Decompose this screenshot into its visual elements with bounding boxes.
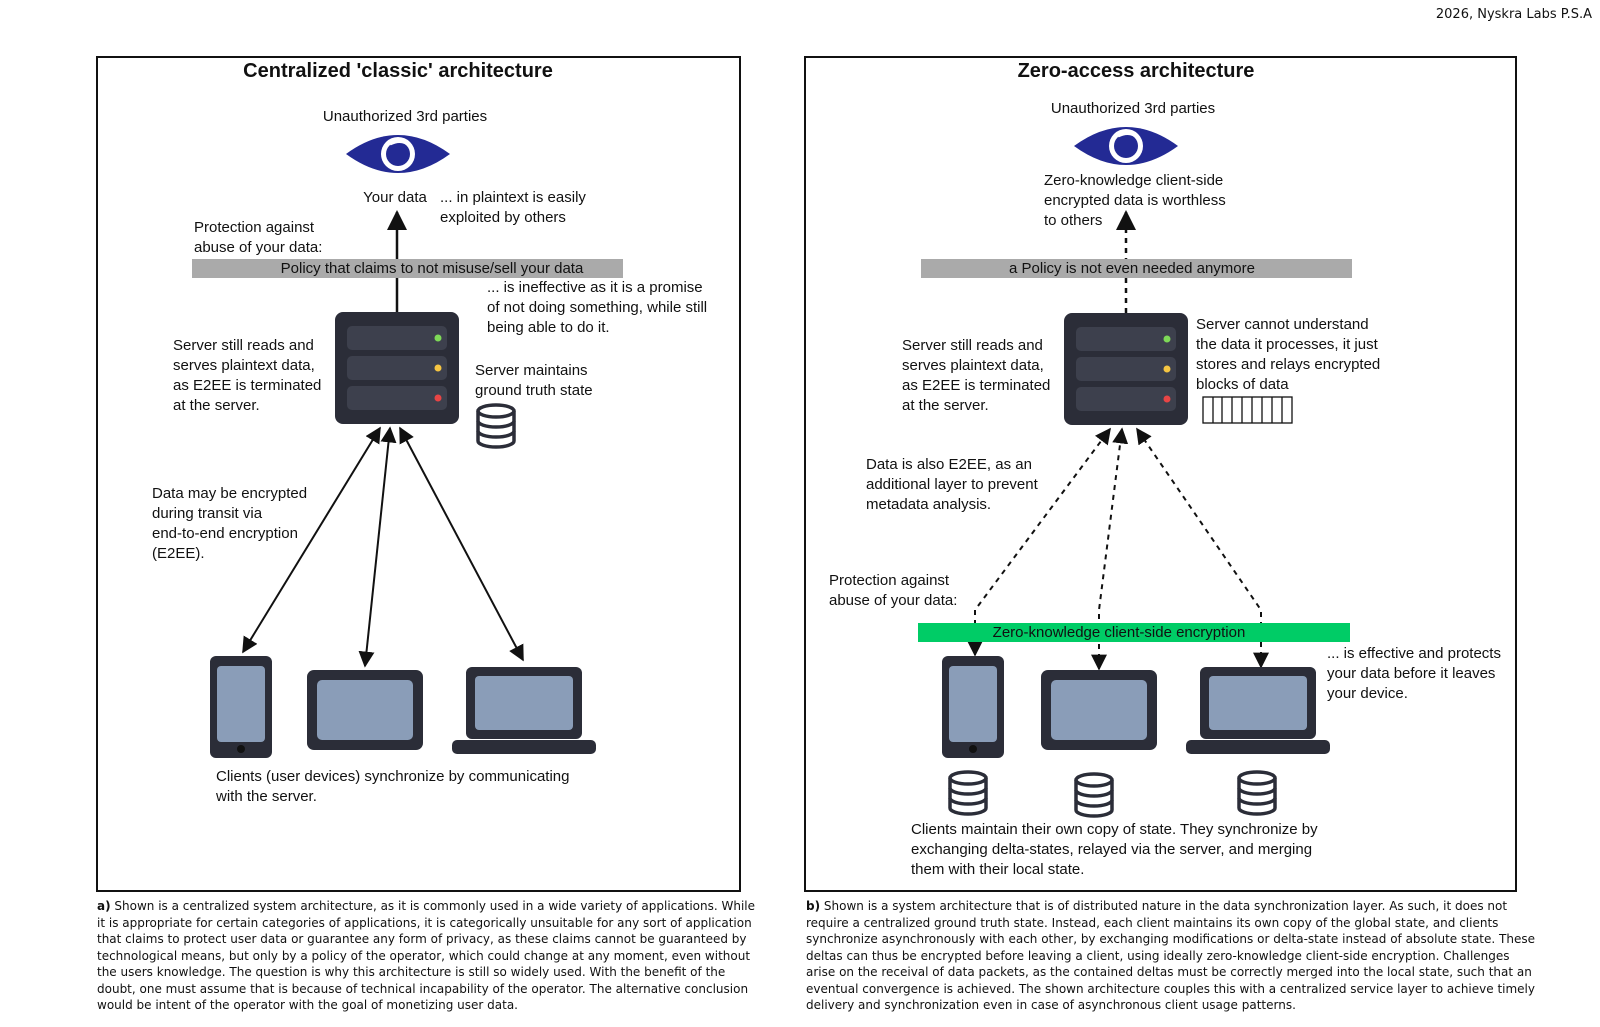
right-policy-bar-label: a Policy is not even needed anymore xyxy=(1009,260,1255,277)
left-policy-bar xyxy=(192,259,623,278)
encrypted-blocks-icon xyxy=(1202,396,1293,424)
caption-a-label: a) xyxy=(97,899,111,913)
right-phone-icon xyxy=(942,656,1004,758)
right-effective-note: ... is effective and protects your data … xyxy=(1327,645,1505,702)
caption-b-label: b) xyxy=(806,899,821,913)
left-clients-note: Clients (user devices) synchronize by co… xyxy=(215,768,574,805)
left-title: Centralized 'classic' architecture xyxy=(243,60,553,82)
caption-a-text: Shown is a centralized system architectu… xyxy=(97,899,756,1012)
right-protection-label: Protection against abuse of your data: xyxy=(829,572,957,609)
left-transit-note: Data may be encrypted during transit via… xyxy=(152,485,311,562)
left-eye-icon xyxy=(344,133,452,175)
right-tablet-icon xyxy=(1041,670,1157,750)
right-server-icon xyxy=(1064,313,1188,425)
right-clients-note: Clients maintain their own copy of state… xyxy=(911,821,1322,878)
left-ineffective-note: ... is ineffective as it is a promise of… xyxy=(487,279,711,336)
right-panel-frame xyxy=(804,56,1517,892)
left-database-icon xyxy=(476,403,516,449)
left-tablet-link-arrow xyxy=(358,426,397,668)
left-tablet-icon xyxy=(307,670,423,750)
right-zk-bar xyxy=(918,623,1350,642)
left-panel-frame xyxy=(96,56,741,892)
left-ground-truth-note: Server maintains ground truth state xyxy=(475,362,593,399)
right-phone-database-icon xyxy=(948,770,988,816)
caption-a: a) Shown is a centralized system archite… xyxy=(97,898,759,1014)
right-laptop-icon xyxy=(1186,667,1330,754)
left-laptop-link-arrow xyxy=(399,426,524,662)
caption-b-text: Shown is a system architecture that is o… xyxy=(806,899,1535,1012)
right-metadata-note: Data is also E2EE, as an additional laye… xyxy=(866,456,1042,513)
left-phone-icon xyxy=(210,656,272,758)
right-title: Zero-access architecture xyxy=(1018,60,1255,82)
caption-b: b) Shown is a system architecture that i… xyxy=(806,898,1540,1014)
right-tablet-database-icon xyxy=(1074,772,1114,818)
right-cannot-understand-note: Server cannot understand the data it pro… xyxy=(1196,316,1384,393)
left-policy-bar-label: Policy that claims to not misuse/sell yo… xyxy=(281,260,584,277)
right-server-note: Server still reads and serves plaintext … xyxy=(902,337,1055,414)
left-third-parties-label: Unauthorized 3rd parties xyxy=(323,108,487,125)
left-server-note: Server still reads and serves plaintext … xyxy=(173,337,326,414)
right-eye-icon xyxy=(1072,125,1180,167)
left-plaintext-note: ... in plaintext is easily exploited by … xyxy=(440,189,590,226)
right-third-parties-label: Unauthorized 3rd parties xyxy=(1051,100,1215,117)
right-laptop-database-icon xyxy=(1237,770,1277,816)
right-worthless-note: Zero-knowledge client-side encrypted dat… xyxy=(1044,172,1230,229)
left-protection-label: Protection against abuse of your data: xyxy=(194,219,322,256)
right-policy-bar xyxy=(921,259,1352,278)
left-phone-link-arrow xyxy=(242,426,381,654)
right-tablet-link-arrow xyxy=(1091,427,1129,671)
left-laptop-icon xyxy=(452,667,596,754)
left-your-data-label: Your data xyxy=(363,189,427,206)
credit-label: 2026, Nyskra Labs P.S.A xyxy=(1435,7,1592,22)
right-zk-bar-label: Zero-knowledge client-side encryption xyxy=(993,624,1246,641)
left-server-icon xyxy=(335,312,459,424)
right-laptop-link-arrow xyxy=(1136,427,1269,669)
